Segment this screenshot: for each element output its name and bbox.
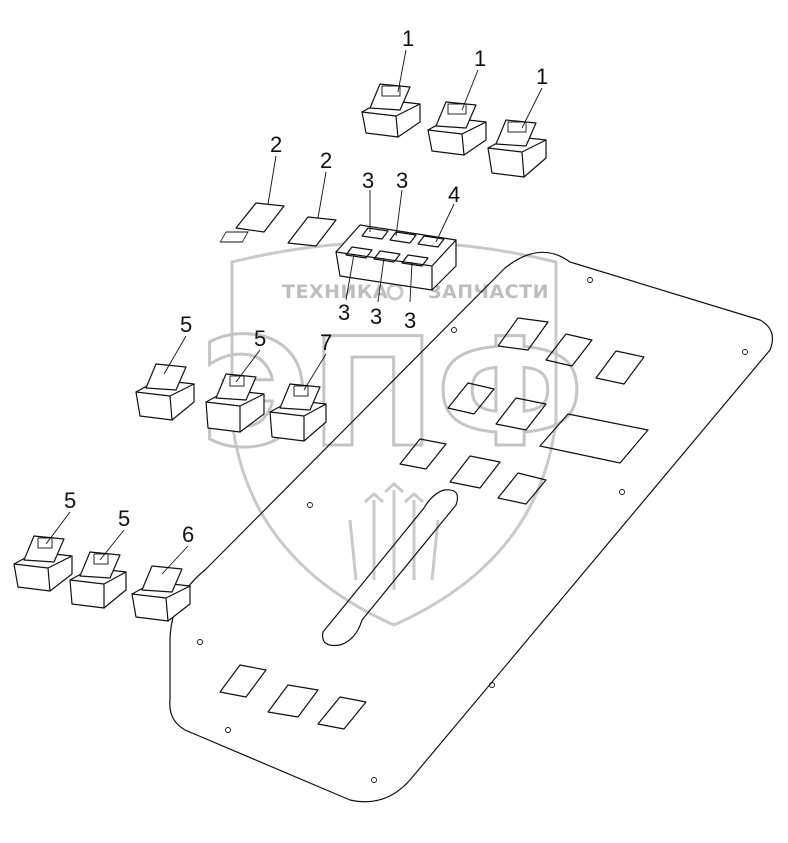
plug-2-right [287, 216, 337, 247]
callout-4: 4 [448, 182, 460, 207]
watermark: ТЕХНИКА ЗАПЧАСТИ ЭПФ [199, 240, 586, 627]
callouts: 1 1 1 2 2 3 3 4 3 3 3 5 5 7 5 5 6 [64, 26, 548, 547]
lever-slot [322, 489, 459, 647]
callout-3-top-right: 3 [396, 168, 408, 193]
plug-2-left [235, 202, 285, 233]
switch-5-bottom-middle [69, 551, 127, 609]
callout-3-bottom-right: 3 [404, 308, 416, 333]
switch-5-bottom-left [13, 535, 73, 592]
watermark-text-left: ТЕХНИКА [282, 281, 388, 303]
switch-6 [131, 565, 191, 622]
callout-3-bottom-left: 3 [338, 300, 350, 325]
indicator-block-4 [219, 224, 457, 291]
panel-cutouts [219, 317, 649, 730]
callout-6: 6 [182, 522, 194, 547]
switch-1-right [487, 119, 547, 178]
callout-7: 7 [320, 330, 332, 355]
switch-5-middle [205, 373, 265, 433]
callout-1-middle: 1 [474, 46, 486, 71]
callout-3-top-left: 3 [362, 168, 374, 193]
callout-5-left: 5 [180, 312, 192, 337]
switch-1-top [361, 83, 421, 138]
callout-5-bottom-left: 5 [64, 488, 76, 513]
panel-plate [169, 251, 773, 803]
switch-5-left [135, 363, 195, 421]
switch-1-middle [427, 101, 487, 156]
callout-5-middle: 5 [254, 326, 266, 351]
watermark-text-right: ЗАПЧАСТИ [428, 281, 549, 303]
wheat-emblem-icon [348, 481, 440, 590]
callout-1-top: 1 [402, 26, 414, 51]
panel-plate-outline [169, 251, 773, 803]
switch-7 [269, 383, 327, 442]
callout-2-right: 2 [320, 148, 332, 173]
callout-1-right: 1 [536, 64, 548, 89]
callout-5-bottom-middle: 5 [118, 506, 130, 531]
panel-holes [197, 277, 748, 783]
callout-3-bottom-middle: 3 [370, 304, 382, 329]
gear-icon [386, 283, 404, 301]
leader-lines [45, 49, 543, 575]
callout-2-left: 2 [270, 132, 282, 157]
